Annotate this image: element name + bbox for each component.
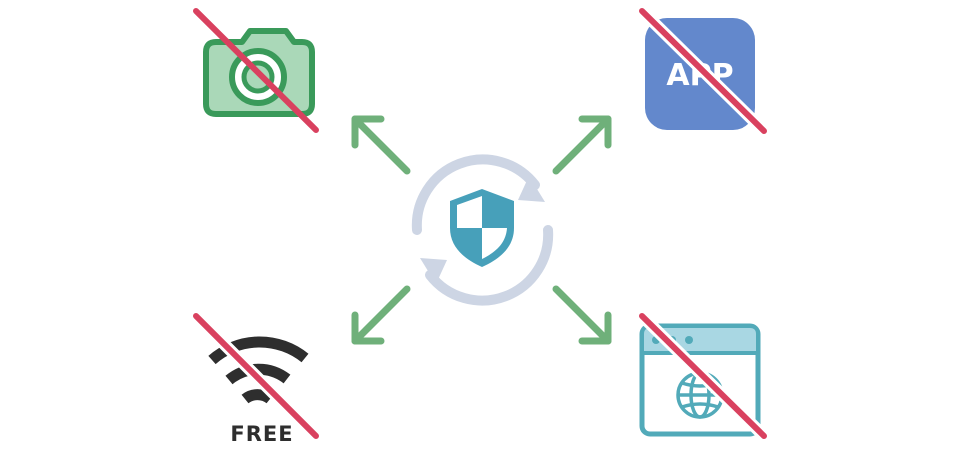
- arrow-top-right: [552, 115, 612, 175]
- wifi-free-label: FREE: [230, 422, 294, 446]
- arrow-icons: [351, 115, 612, 345]
- arrow-bottom-right: [552, 285, 612, 345]
- prohibited-slash-icon: [639, 313, 767, 439]
- camera-icon: [193, 8, 319, 133]
- prohibited-slash-icon: [193, 8, 319, 133]
- shield-icon: [450, 189, 514, 267]
- prohibited-slash-icon: [193, 313, 319, 439]
- sync-arrow-head-top: [518, 176, 545, 202]
- sync-ring: [411, 154, 554, 306]
- wifi-icon: [208, 336, 309, 404]
- prohibited-slash-icon: [639, 8, 767, 134]
- arrow-bottom-left: [351, 285, 411, 345]
- shield-sync-icon: [411, 154, 554, 306]
- sync-arrow-head-bottom: [420, 258, 447, 284]
- browser-globe-icon: [636, 310, 770, 442]
- arrow-top-left: [351, 115, 411, 175]
- app-icon: APP: [636, 5, 770, 137]
